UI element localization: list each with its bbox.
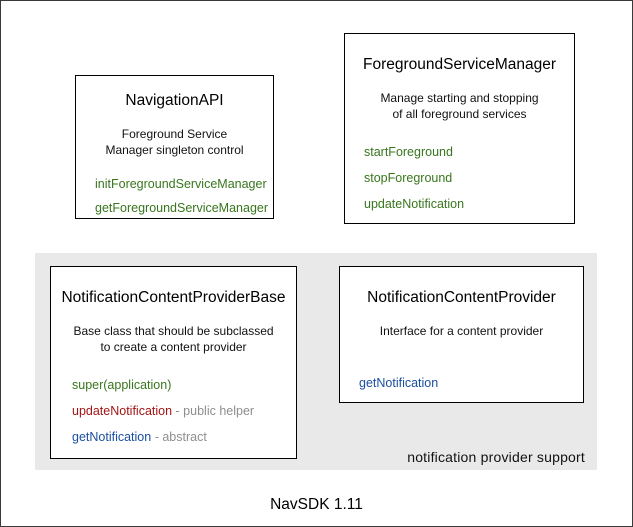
method-startForeground: startForeground [364,145,453,159]
method-row-getNotification: getNotification [359,370,583,396]
method-list: initForegroundServiceManager getForegrou… [76,172,273,220]
method-name: getNotification [72,430,152,444]
class-description-navigation-api: Foreground Service Manager singleton con… [76,126,273,158]
class-box-navigation-api: NavigationAPI Foreground Service Manager… [75,75,274,219]
class-description-notification-content-provider: Interface for a content provider [340,323,583,339]
method-name: super(application) [72,378,172,392]
class-title-foreground-service-manager: ForegroundServiceManager [363,56,556,73]
class-title-notification-content-provider-base: NotificationContentProviderBase [61,289,286,306]
method-row-updateNotification: updateNotification - public helper [72,398,296,424]
method-list: startForeground stopForeground updateNot… [345,139,574,217]
class-title-notification-content-provider: NotificationContentProvider [367,289,556,306]
method-name: getNotification [359,376,439,390]
method-annotation: - abstract [151,430,207,444]
method-getForegroundServiceManager: getForegroundServiceManager [95,201,269,215]
description-line-1: Interface for a content provider [379,324,544,338]
description-line-2: to create a content provider [100,340,247,354]
method-name: updateNotification [72,404,173,418]
method-list: super(application) updateNotification - … [51,372,296,450]
method-row-super-application: super(application) [72,372,296,398]
method-stopForeground: stopForeground [364,171,453,185]
class-box-notification-content-provider-base: NotificationContentProviderBase Base cla… [50,266,297,459]
description-line-2: Manager singleton control [105,143,244,157]
method-initForegroundServiceManager: initForegroundServiceManager [95,177,267,191]
description-line-2: of all foreground services [392,107,527,121]
class-box-notification-content-provider: NotificationContentProvider Interface fo… [339,266,584,403]
description-line-1: Base class that should be subclassed [73,324,274,338]
class-description-foreground-service-manager: Manage starting and stopping of all fore… [345,90,574,122]
class-title-navigation-api: NavigationAPI [125,92,224,109]
region-label: notification provider support [407,449,585,465]
description-line-1: Foreground Service [121,127,228,141]
diagram-caption: NavSDK 1.11 [270,496,363,513]
method-annotation: - public helper [172,404,255,418]
method-row-getNotification: getNotification - abstract [72,424,296,450]
class-box-foreground-service-manager: ForegroundServiceManager Manage starting… [344,33,575,224]
class-description-notification-content-provider-base: Base class that should be subclassed to … [51,323,296,355]
method-updateNotification: updateNotification [364,197,465,211]
method-list: getNotification [340,370,583,396]
description-line-1: Manage starting and stopping [380,91,539,105]
